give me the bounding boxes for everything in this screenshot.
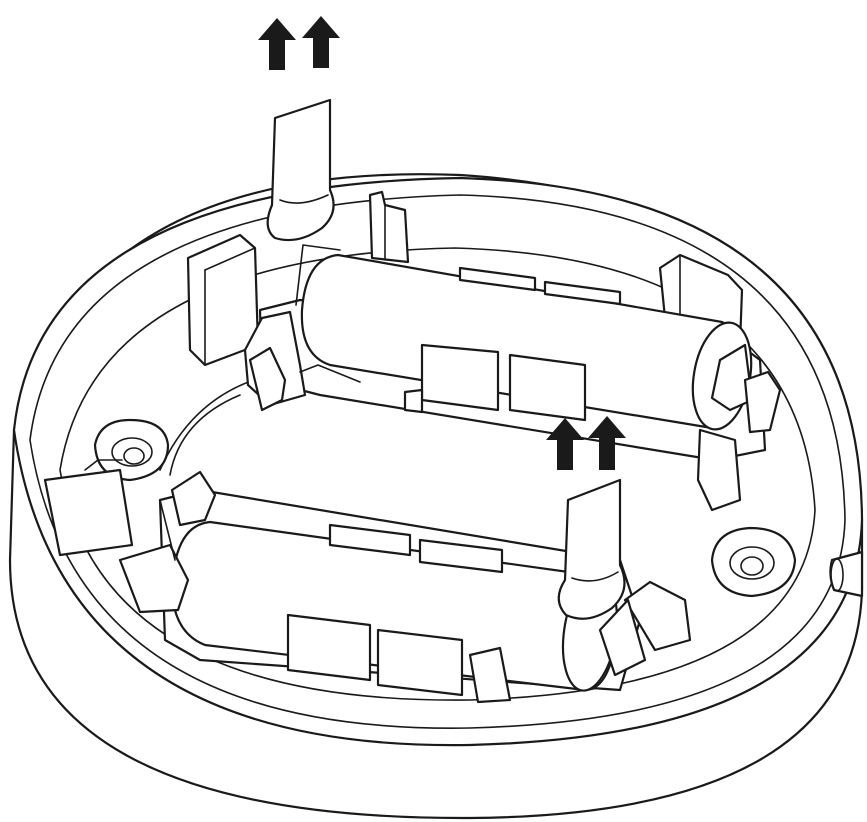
pull-tab-top	[266, 98, 335, 242]
pull-tab-bottom	[557, 478, 626, 620]
screw-post-right	[710, 526, 797, 598]
wall-tab-left	[43, 459, 134, 557]
clip-back-center	[368, 190, 410, 264]
arrow-pair-middle	[546, 416, 626, 470]
up-arrow-icon	[302, 16, 340, 68]
arrow-pair-top	[258, 16, 340, 70]
screw-post-left	[93, 418, 170, 482]
up-arrow-icon	[258, 18, 296, 70]
side-button	[829, 550, 864, 598]
battery-top	[243, 244, 782, 512]
up-arrow-icon	[588, 416, 626, 470]
up-arrow-icon	[546, 418, 584, 470]
